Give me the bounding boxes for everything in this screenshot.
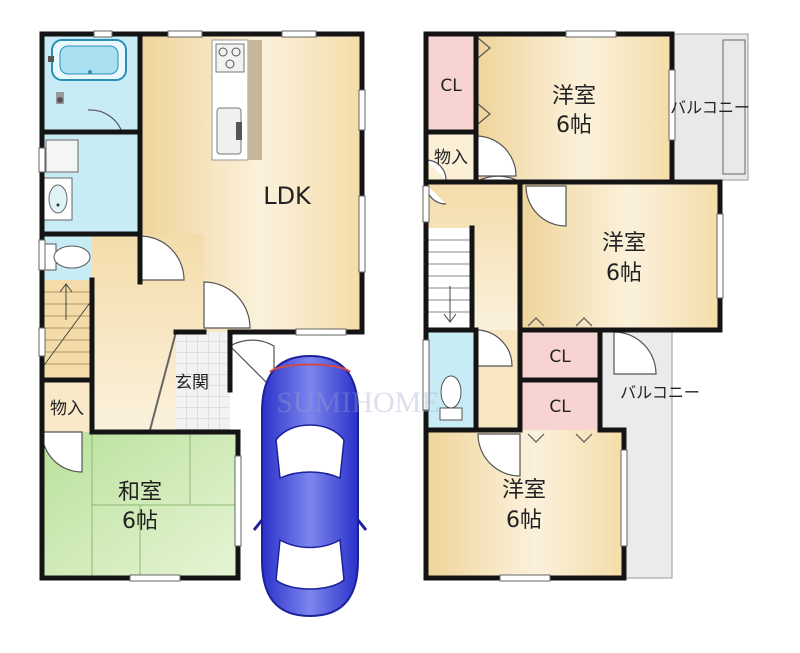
washitsu-label: 和室 <box>118 480 162 505</box>
room-bottom <box>426 430 624 578</box>
watermark-text: SUMIHOME <box>276 386 439 419</box>
bathtub-icon <box>48 39 127 81</box>
room-top-label: 洋室 <box>552 84 596 109</box>
room-mid-size: 6帖 <box>606 261 642 286</box>
toilet-icon-2f <box>439 375 463 421</box>
shower-icon <box>56 92 64 104</box>
kitchen-backsplash <box>248 40 262 160</box>
car-icon <box>252 354 368 618</box>
washing-machine-icon <box>45 139 79 173</box>
room-top-size: 6帖 <box>556 113 592 138</box>
windows-1f <box>38 30 366 582</box>
closet-mid-label: CL <box>549 347 571 367</box>
closet-top-label: CL <box>440 76 462 96</box>
balcony-top-label: バルコニー <box>670 98 750 117</box>
ldk-label: LDK <box>263 182 312 210</box>
windows-2f <box>422 30 746 582</box>
floor-1: LDK 玄関 物入 和室 6帖 <box>38 30 366 582</box>
toilet-icon <box>43 243 91 271</box>
closet-low-label: CL <box>549 397 571 417</box>
closet-doors-2f <box>477 37 593 443</box>
stairs-2f <box>426 228 472 330</box>
kitchen-sink-icon <box>216 107 242 155</box>
storage-label-1f: 物入 <box>50 399 84 419</box>
room-mid-label: 洋室 <box>602 231 646 256</box>
closet-top <box>426 34 476 132</box>
room-bottom-label: 洋室 <box>502 478 546 503</box>
closet-low <box>520 380 600 430</box>
genkan-label: 玄関 <box>175 373 209 393</box>
room-bottom-size: 6帖 <box>506 508 542 533</box>
storage-label-2f: 物入 <box>434 148 468 168</box>
balcony-top <box>671 33 749 181</box>
storage-room-2f <box>426 132 476 182</box>
door-swings-1f <box>41 109 275 473</box>
door-swings-2f <box>425 135 657 477</box>
genkan-floor <box>176 332 230 432</box>
floor-2: 洋室 6帖 洋室 6帖 洋室 6帖 CL CL CL 物入 バルコニー バルコニ… <box>422 30 750 582</box>
washitsu-size: 6帖 <box>122 509 158 534</box>
closet-mid <box>520 330 600 380</box>
stairs-1f <box>42 280 92 380</box>
balcony-right-label: バルコニー <box>620 383 700 402</box>
sink-icon <box>43 177 73 221</box>
storage-room-1f <box>42 380 92 432</box>
stove-icon <box>215 43 245 73</box>
stairs-icon-2f <box>426 239 472 323</box>
stairs-icon <box>41 283 93 369</box>
